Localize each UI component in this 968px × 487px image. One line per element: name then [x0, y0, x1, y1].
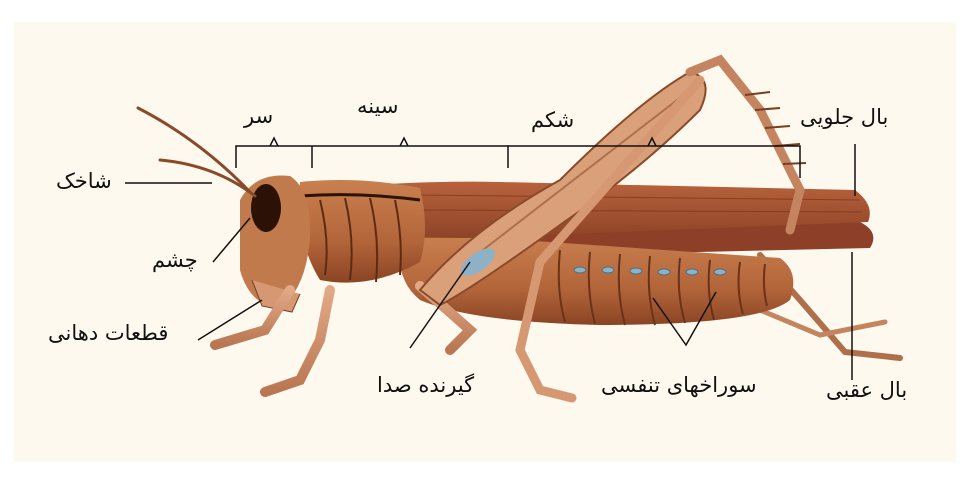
label-spiracles: سوراخهای تنفسی — [601, 375, 757, 396]
label-forewing: بال جلویی — [800, 107, 888, 128]
label-thorax: سینه — [357, 96, 399, 117]
label-hindwing: بال عقبی — [826, 380, 907, 401]
label-eye: چشم — [152, 250, 198, 271]
label-abdomen: شکم — [531, 110, 574, 131]
label-head: سر — [244, 106, 273, 127]
thorax — [299, 180, 425, 283]
compound-eye — [251, 184, 281, 232]
label-tympanum: گیرنده صدا — [377, 375, 474, 396]
label-mouthparts: قطعات دهانی — [48, 323, 168, 344]
label-antenna: شاخک — [56, 171, 112, 192]
